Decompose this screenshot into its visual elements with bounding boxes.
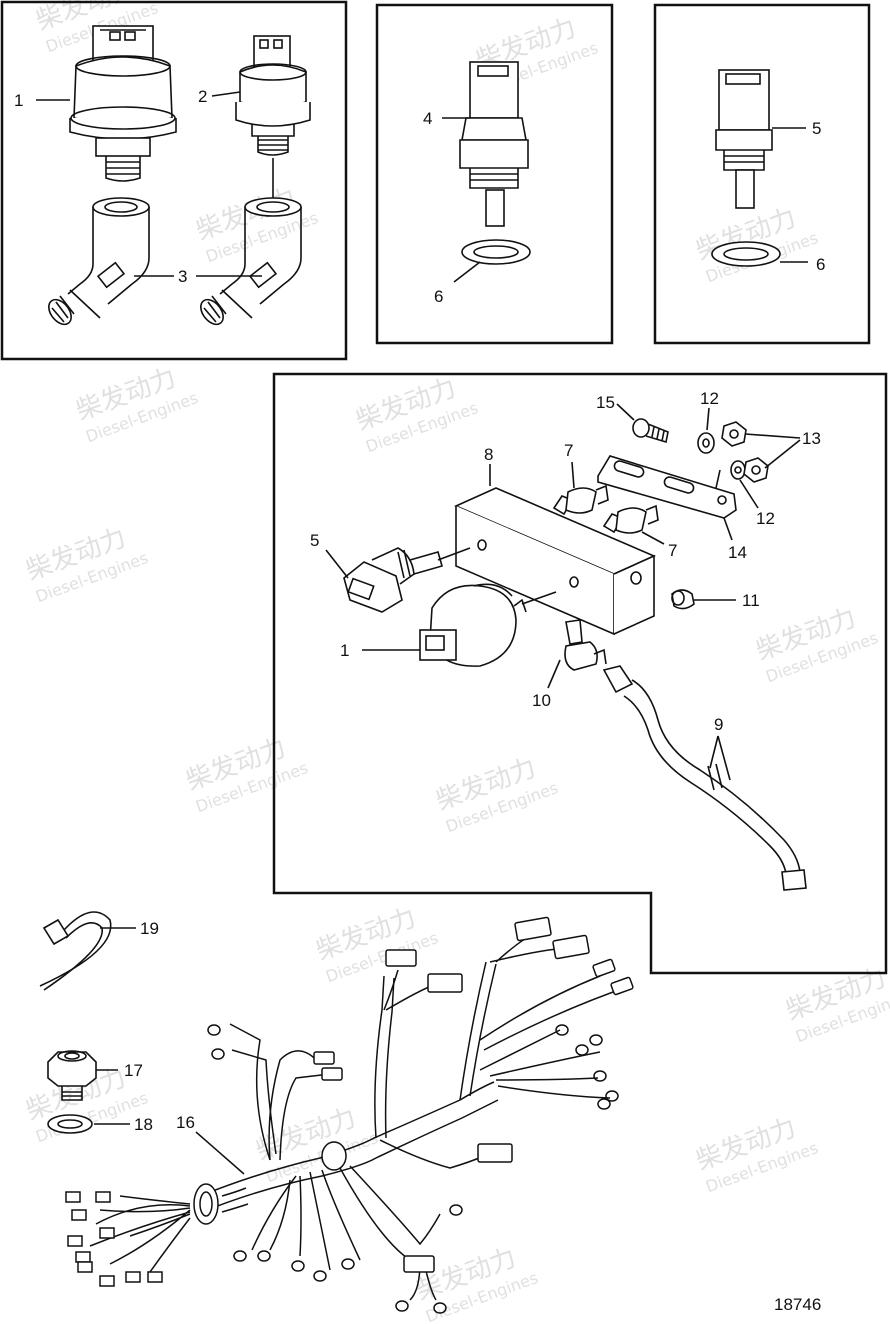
callout-11: 11 <box>742 591 760 610</box>
callout-18: 18 <box>134 1115 153 1134</box>
callout-6: 6 <box>816 255 825 274</box>
callout-1: 1 <box>14 91 23 110</box>
pressure-sender-2 <box>235 35 311 198</box>
callout-9: 9 <box>714 715 723 734</box>
frames <box>0 0 888 975</box>
adapter-nipple-17 <box>47 1050 97 1101</box>
callout-6: 6 <box>434 287 443 306</box>
mounting-bracket-14 <box>597 455 737 519</box>
elbow-fitting-10 <box>564 619 607 671</box>
frame-temp-sender-5 <box>653 3 871 345</box>
washer-12-lower <box>730 460 746 480</box>
callout-17: 17 <box>124 1061 143 1080</box>
panel-bracket-assembly <box>325 403 807 891</box>
callout-1: 1 <box>340 641 349 660</box>
nut-13-lower <box>743 457 769 483</box>
elbow-adapter-right <box>200 197 302 326</box>
cable-tie-19 <box>39 911 112 991</box>
callout-5: 5 <box>812 119 821 138</box>
callout-16: 16 <box>176 1113 195 1132</box>
adapter-7-upper <box>552 484 609 516</box>
callout-7: 7 <box>564 441 573 460</box>
frame-bracket-assembly <box>272 372 888 975</box>
callout-3: 3 <box>178 267 187 286</box>
callout-10: 10 <box>532 691 551 710</box>
sealing-washer-6a <box>461 239 531 265</box>
frame-temp-sender-4 <box>375 3 614 345</box>
adapter-7-lower <box>602 504 659 534</box>
callout-labels: 1 2 3 4 6 5 6 15 12 13 7 8 12 7 14 5 11 … <box>14 87 825 1314</box>
drawing-number: 18746 <box>774 1295 821 1314</box>
panel-pressure-senders <box>36 25 311 326</box>
callout-2: 2 <box>198 87 207 106</box>
plug-11 <box>671 589 695 610</box>
callout-15: 15 <box>596 393 615 412</box>
panel-temp-sender-5 <box>711 69 808 267</box>
callout-5: 5 <box>310 531 319 550</box>
washer-12-upper <box>697 432 715 454</box>
callout-19: 19 <box>140 919 159 938</box>
ring-terminals <box>207 1024 619 1314</box>
callout-8: 8 <box>484 445 493 464</box>
pressure-sender-1-mounted <box>419 583 557 667</box>
temperature-sender-4 <box>459 61 529 227</box>
wiring-harness-16 <box>65 916 634 1314</box>
callout-13: 13 <box>802 429 821 448</box>
oil-hose-9 <box>602 665 807 891</box>
pressure-sender-1 <box>69 25 177 182</box>
callout-7: 7 <box>668 541 677 560</box>
frame-pressure-senders <box>0 0 348 361</box>
sealing-washer-18 <box>47 1114 93 1134</box>
callout-12: 12 <box>756 509 775 528</box>
elbow-adapter-left <box>48 197 150 326</box>
loose-parts <box>39 911 136 1134</box>
nut-13-upper <box>721 421 747 447</box>
bolt-15 <box>632 418 669 444</box>
distribution-block-8 <box>454 487 656 636</box>
callout-12: 12 <box>700 389 719 408</box>
sealing-washer-6b <box>711 241 781 267</box>
callout-14: 14 <box>728 543 747 562</box>
panel-temp-sender-4 <box>442 61 531 283</box>
temperature-sender-5-mounted <box>343 547 471 613</box>
callout-4: 4 <box>423 109 432 128</box>
temperature-sender-5 <box>715 69 773 209</box>
